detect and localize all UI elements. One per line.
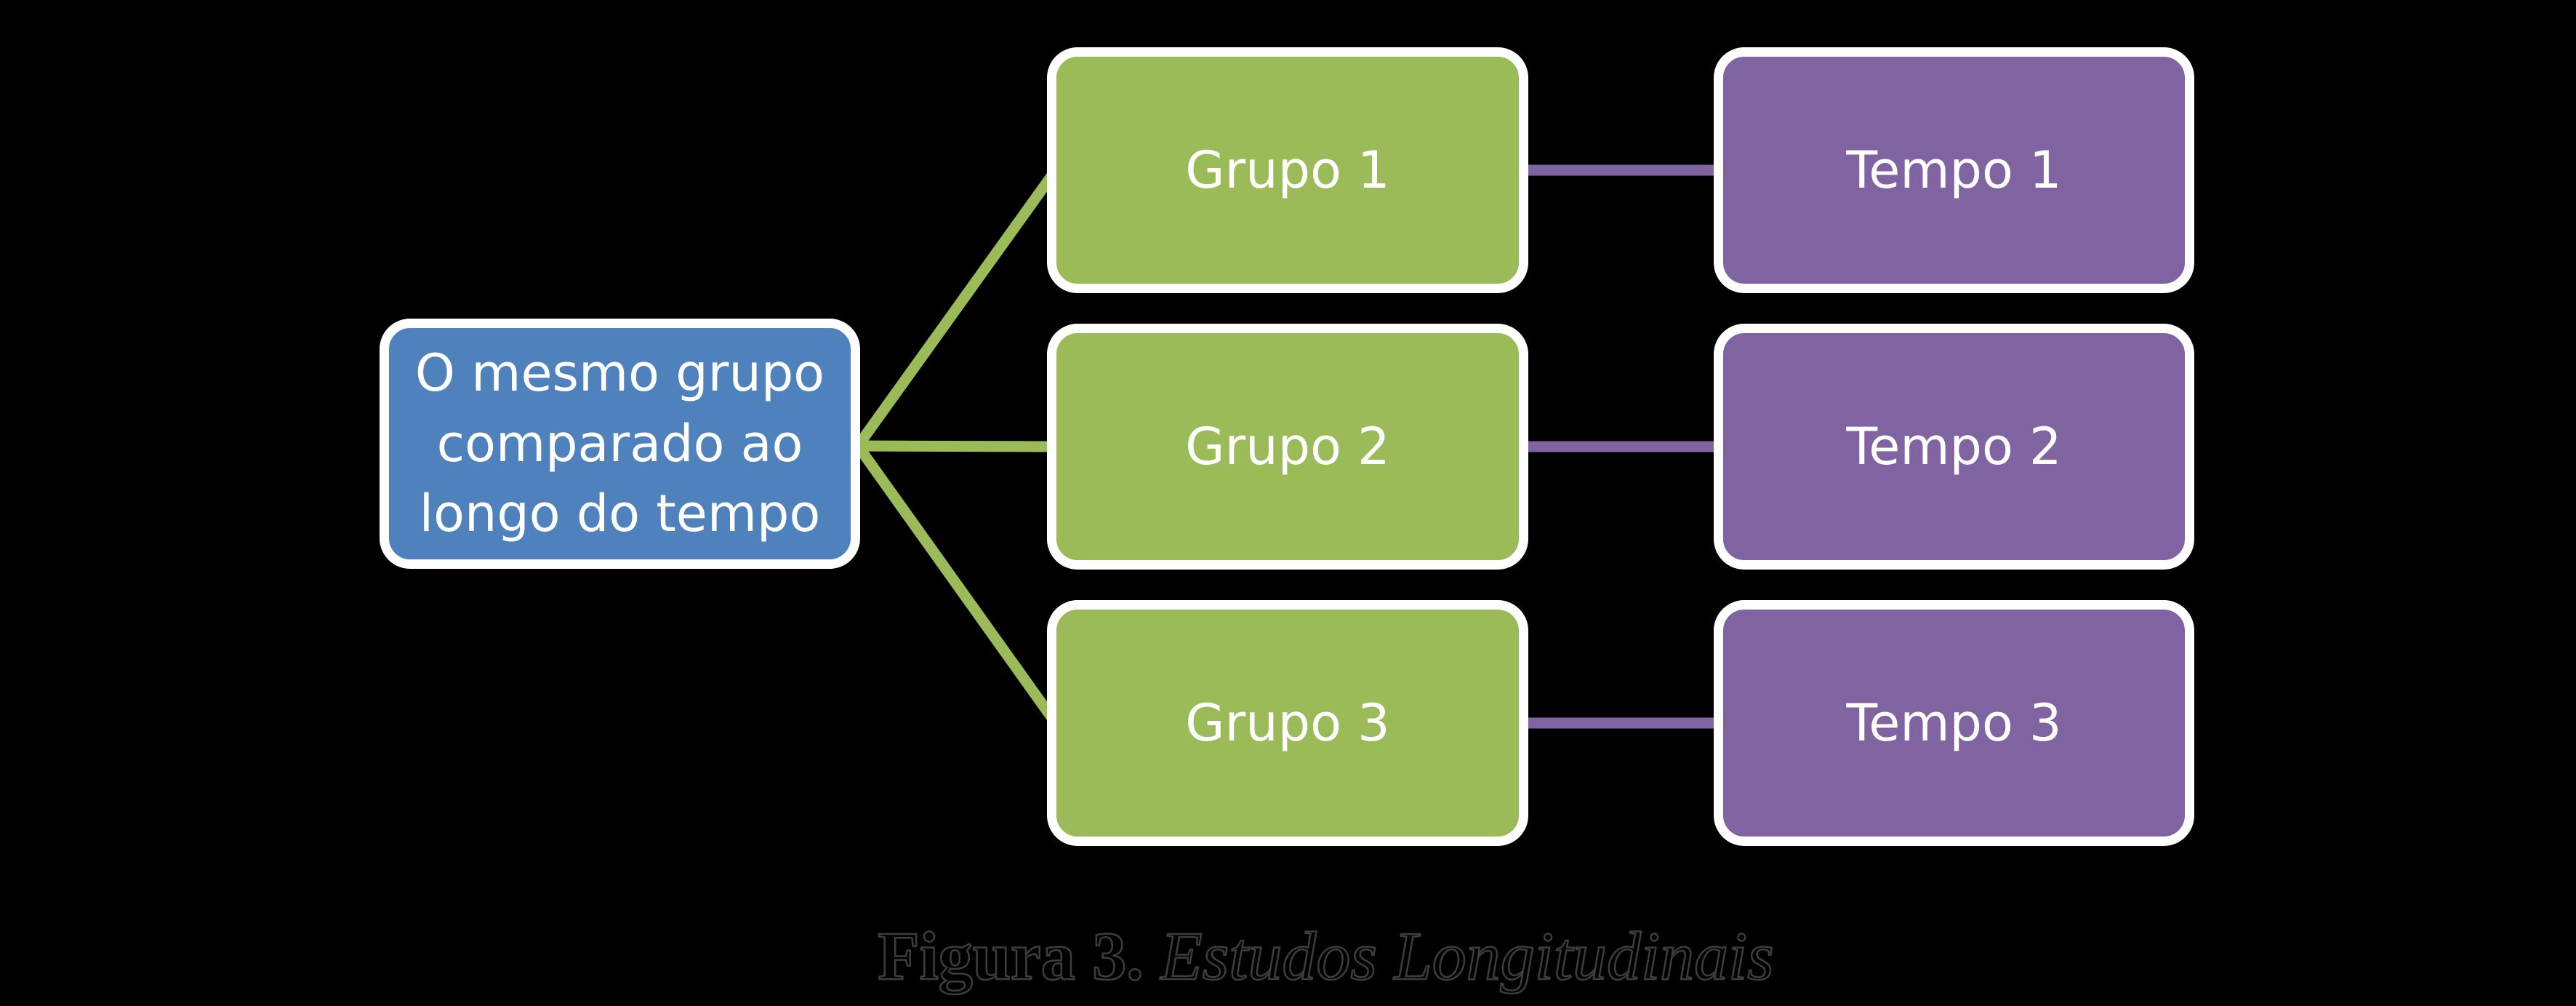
group-3-label: Grupo 3 [1185, 692, 1390, 753]
connector-root-to-group-1 [852, 164, 1062, 452]
figure-caption: Figura 3. Estudos Longitudinais [0, 919, 2576, 994]
group-2-node: Grupo 2 [1047, 324, 1528, 570]
group-1-node: Grupo 1 [1047, 47, 1528, 293]
time-3-label: Tempo 3 [1846, 692, 2062, 753]
caption-title: Estudos Longitudinais [1160, 919, 1775, 994]
time-2-label: Tempo 2 [1846, 416, 2062, 476]
connector-root-to-group-3 [852, 440, 1062, 729]
group-2-label: Grupo 2 [1185, 416, 1390, 476]
group-3-node: Grupo 3 [1047, 600, 1528, 846]
time-3-node: Tempo 3 [1714, 600, 2194, 846]
root-node-label: O mesmo grupo comparado ao longo do temp… [414, 343, 825, 544]
time-2-node: Tempo 2 [1714, 324, 2194, 570]
caption-prefix: Figura 3. [877, 919, 1144, 994]
time-1-label: Tempo 1 [1846, 140, 2062, 200]
time-1-node: Tempo 1 [1714, 47, 2194, 293]
group-1-label: Grupo 1 [1185, 140, 1390, 200]
connector-root-to-group-2 [852, 440, 1062, 452]
root-node: O mesmo grupo comparado ao longo do temp… [380, 319, 860, 569]
